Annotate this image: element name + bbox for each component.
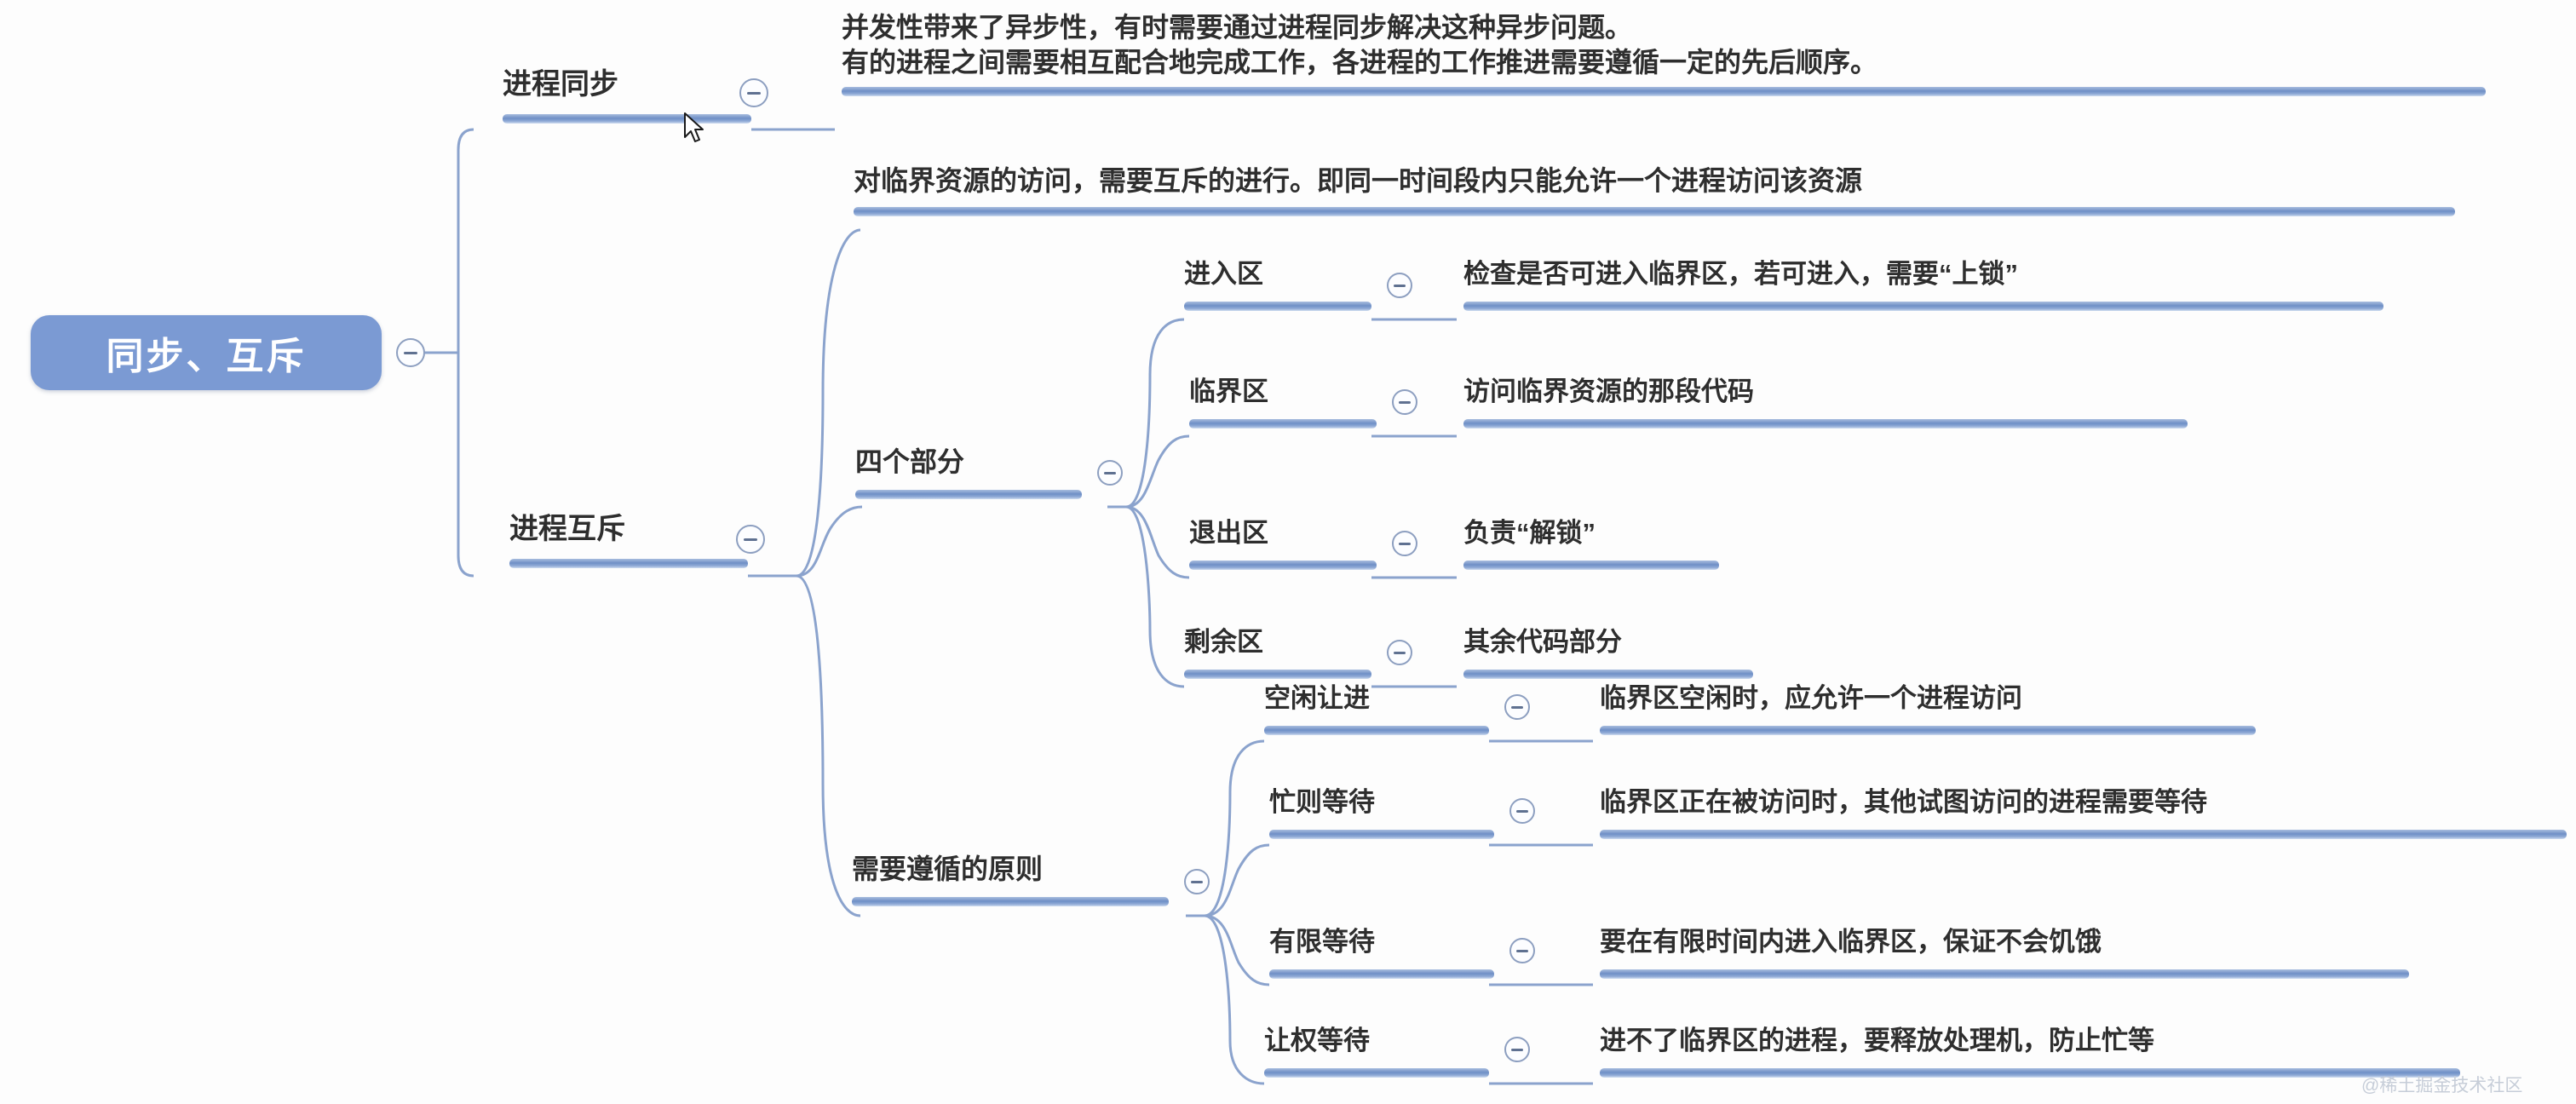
node-exit-section[interactable]: 退出区	[1189, 516, 1377, 570]
node-process-mutex-toggle[interactable]	[736, 525, 765, 554]
desc-principle-idle-let-in[interactable]: 临界区空闲时，应允许一个进程访问	[1600, 681, 2256, 735]
node-underline	[852, 896, 1169, 906]
node-process-sync[interactable]: 进程同步	[503, 66, 751, 124]
root-node-label: 同步、互斥	[106, 336, 307, 377]
note-line-2: 有的进程之间需要相互配合地完成工作，各进程的工作推进需要遵循一定的先后顺序。	[842, 46, 1878, 78]
desc-entry-section-text: 检查是否可进入临界区，若可进入，需要“上锁”	[1463, 259, 2018, 289]
node-principle-bounded-wait[interactable]: 有限等待	[1269, 925, 1494, 979]
desc-principle-idle-let-in-text: 临界区空闲时，应允许一个进程访问	[1600, 683, 2022, 713]
node-principles-toggle[interactable]	[1184, 869, 1210, 894]
node-principle-yield-wait-toggle[interactable]	[1504, 1037, 1530, 1062]
node-process-sync-toggle[interactable]	[739, 78, 768, 107]
node-underline	[1269, 969, 1494, 979]
node-underline	[854, 206, 2455, 216]
node-underline	[1600, 1067, 2460, 1078]
node-underline	[509, 558, 748, 568]
note-critical-resource-text: 对临界资源的访问，需要互斥的进行。即同一时间段内只能允许一个进程访问该资源	[854, 165, 1863, 196]
node-underline	[1463, 669, 1753, 679]
node-underline	[1269, 829, 1494, 839]
desc-remainder-section[interactable]: 其余代码部分	[1463, 625, 1753, 679]
node-process-mutex-label: 进程互斥	[509, 513, 625, 545]
node-underline	[1184, 669, 1371, 679]
desc-principle-busy-wait-text: 临界区正在被访问时，其他试图访问的进程需要等待	[1600, 787, 2207, 817]
node-underline	[1463, 560, 1719, 570]
node-underline	[1600, 725, 2256, 735]
node-remainder-section-label: 剩余区	[1184, 627, 1263, 657]
node-principle-idle-let-in-label: 空闲让进	[1264, 683, 1370, 713]
desc-principle-bounded-wait-text: 要在有限时间内进入临界区，保证不会饥饿	[1600, 927, 2102, 957]
note-critical-resource[interactable]: 对临界资源的访问，需要互斥的进行。即同一时间段内只能允许一个进程访问该资源	[854, 164, 2455, 216]
node-principle-yield-wait-label: 让权等待	[1264, 1026, 1370, 1055]
node-critical-section-label: 临界区	[1189, 377, 1268, 406]
note-line-1: 并发性带来了异步性，有时需要通过进程同步解决这种异步问题。	[842, 12, 1633, 43]
node-four-parts[interactable]: 四个部分	[855, 445, 1082, 499]
node-remainder-section-toggle[interactable]	[1387, 640, 1412, 665]
node-principle-idle-let-in[interactable]: 空闲让进	[1264, 681, 1489, 735]
node-underline	[842, 86, 2486, 96]
node-underline	[1189, 560, 1377, 570]
node-exit-section-toggle[interactable]	[1392, 531, 1417, 556]
node-process-sync-label: 进程同步	[503, 68, 618, 101]
desc-remainder-section-text: 其余代码部分	[1463, 627, 1622, 657]
watermark: @稀土掘金技术社区	[2361, 1076, 2523, 1095]
root-collapse-toggle[interactable]	[396, 338, 425, 367]
node-principle-idle-let-in-toggle[interactable]	[1504, 694, 1530, 720]
node-principle-yield-wait[interactable]: 让权等待	[1264, 1024, 1489, 1078]
desc-exit-section[interactable]: 负责“解锁”	[1463, 516, 1719, 570]
note-process-sync-detail[interactable]: 并发性带来了异步性，有时需要通过进程同步解决这种异步问题。 有的进程之间需要相互…	[842, 10, 2486, 96]
desc-exit-section-text: 负责“解锁”	[1463, 518, 1596, 548]
node-critical-section-toggle[interactable]	[1392, 389, 1417, 415]
desc-principle-yield-wait-text: 进不了临界区的进程，要释放处理机，防止忙等	[1600, 1026, 2154, 1055]
node-underline	[1264, 1067, 1489, 1078]
node-underline	[1184, 301, 1371, 311]
node-underline	[1463, 301, 2383, 311]
node-principle-busy-wait-toggle[interactable]	[1509, 798, 1535, 824]
node-remainder-section[interactable]: 剩余区	[1184, 625, 1371, 679]
node-underline	[1264, 725, 1489, 735]
node-four-parts-label: 四个部分	[855, 446, 965, 477]
desc-principle-bounded-wait[interactable]: 要在有限时间内进入临界区，保证不会饥饿	[1600, 925, 2409, 979]
node-underline	[503, 113, 751, 124]
node-underline	[1600, 969, 2409, 979]
node-entry-section[interactable]: 进入区	[1184, 257, 1371, 311]
desc-critical-section[interactable]: 访问临界资源的那段代码	[1463, 375, 2188, 428]
node-underline	[1600, 829, 2567, 839]
node-principle-busy-wait-label: 忙则等待	[1269, 787, 1375, 817]
node-process-mutex[interactable]: 进程互斥	[509, 511, 748, 568]
desc-principle-yield-wait[interactable]: 进不了临界区的进程，要释放处理机，防止忙等	[1600, 1024, 2460, 1078]
node-underline	[1189, 418, 1377, 428]
node-exit-section-label: 退出区	[1189, 518, 1268, 548]
node-critical-section[interactable]: 临界区	[1189, 375, 1377, 428]
node-underline	[1463, 418, 2188, 428]
node-underline	[855, 489, 1082, 499]
node-principles[interactable]: 需要遵循的原则	[852, 852, 1169, 906]
node-principle-bounded-wait-label: 有限等待	[1269, 927, 1375, 957]
desc-critical-section-text: 访问临界资源的那段代码	[1463, 377, 1754, 406]
desc-entry-section[interactable]: 检查是否可进入临界区，若可进入，需要“上锁”	[1463, 257, 2383, 311]
desc-principle-busy-wait[interactable]: 临界区正在被访问时，其他试图访问的进程需要等待	[1600, 785, 2567, 839]
node-entry-section-label: 进入区	[1184, 259, 1263, 289]
node-four-parts-toggle[interactable]	[1097, 460, 1123, 486]
node-principles-label: 需要遵循的原则	[852, 854, 1044, 884]
node-principle-bounded-wait-toggle[interactable]	[1509, 938, 1535, 963]
node-entry-section-toggle[interactable]	[1387, 273, 1412, 298]
root-node[interactable]: 同步、互斥	[31, 315, 382, 390]
node-principle-busy-wait[interactable]: 忙则等待	[1269, 785, 1494, 839]
